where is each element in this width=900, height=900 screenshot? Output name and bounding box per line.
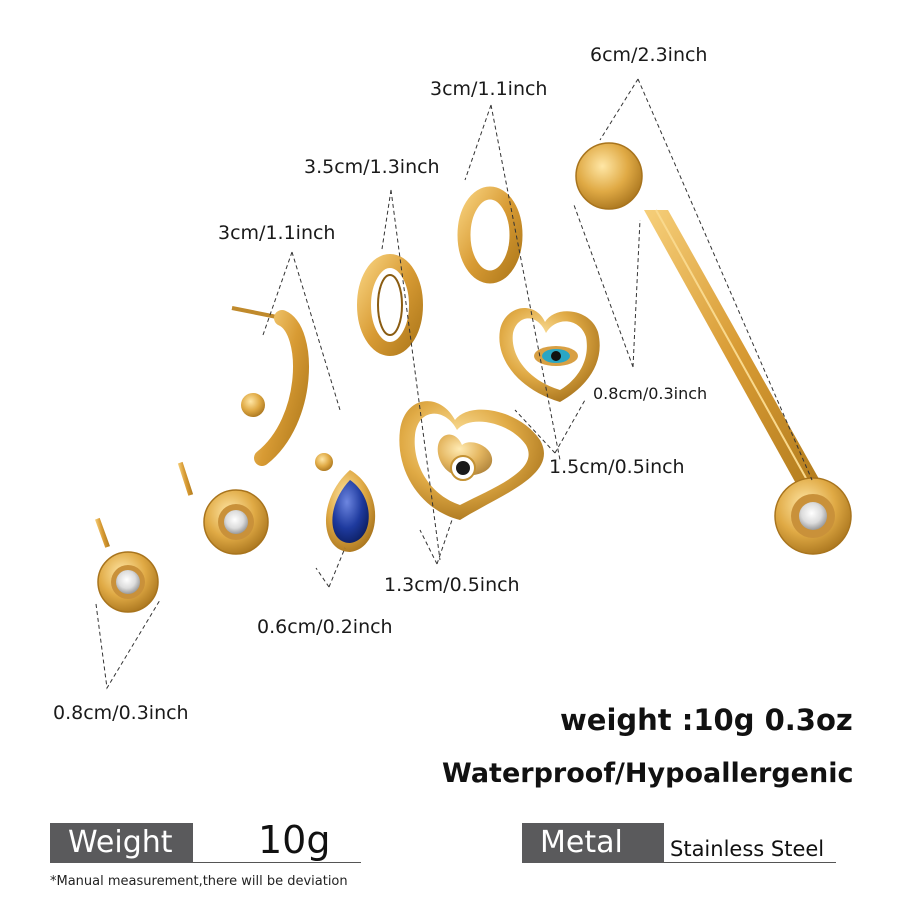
weight-headline: weight :10g 0.3oz — [560, 703, 853, 737]
large-heart-length-label: 3.5cm/1.3inch — [304, 156, 440, 178]
weight-spec-label: Weight — [50, 823, 193, 863]
snake-chain-drop-earring — [575, 142, 852, 555]
large-heart-width-label: 1.3cm/0.5inch — [384, 574, 520, 596]
small-stud-earring — [94, 517, 159, 613]
small-heart-evil-eye-earring — [457, 186, 600, 402]
measurement-lines — [95, 78, 813, 690]
hoop-sapphire-drop-earring — [231, 306, 376, 552]
chain-disc-size-label: 0.8cm/0.3inch — [593, 384, 708, 403]
features-headline: Waterproof/Hypoallergenic — [442, 758, 854, 789]
chain-length-label: 6cm/2.3inch — [590, 44, 708, 66]
round-stud-earring — [177, 461, 269, 555]
weight-spec-value: 10g — [258, 818, 331, 862]
measurement-footnote: *Manual measurement,there will be deviat… — [50, 874, 348, 889]
stud-size-label: 0.8cm/0.3inch — [53, 702, 189, 724]
metal-spec-label: Metal — [522, 823, 664, 863]
small-heart-width-label: 1.5cm/0.5inch — [549, 456, 685, 478]
small-heart-length-label: 3cm/1.1inch — [430, 78, 548, 100]
large-heart-evil-eye-earring — [357, 254, 544, 520]
weight-spec-underline — [193, 862, 361, 863]
sapphire-stone-size-label: 0.6cm/0.2inch — [257, 616, 393, 638]
hoop-drop-length-label: 3cm/1.1inch — [218, 222, 336, 244]
metal-spec-underline — [664, 862, 836, 863]
metal-spec-value: Stainless Steel — [670, 837, 825, 861]
